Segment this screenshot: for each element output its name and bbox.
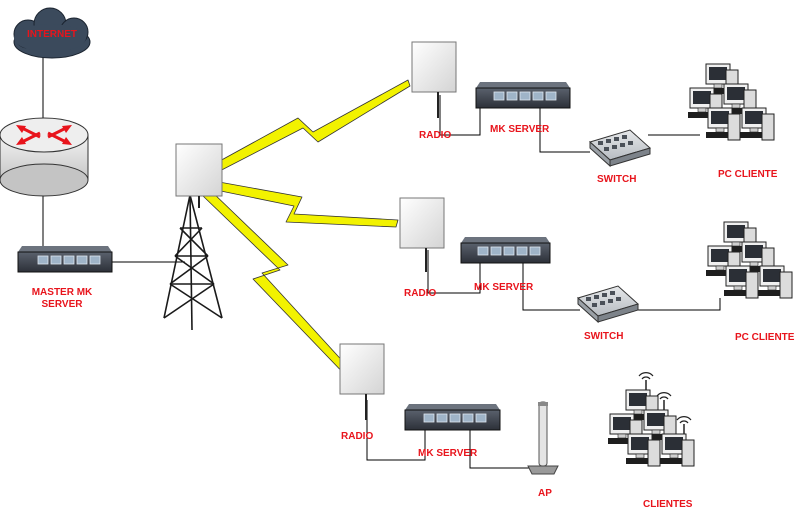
internet-cloud: INTERNET: [13, 7, 91, 59]
router-icon: [0, 117, 89, 197]
branch-3: RADIO MK SERVER: [339, 343, 695, 510]
switch-1-label: SWITCH: [597, 174, 636, 185]
wired-links: [42, 55, 721, 469]
link-radio1-mk1: [439, 95, 481, 136]
radio-1: RADIO: [411, 41, 457, 141]
clientes-label: CLIENTES: [643, 499, 693, 510]
panel-antenna-icon: [411, 41, 457, 118]
radio-3-label: RADIO: [341, 431, 373, 442]
cloud-icon: [13, 7, 91, 59]
radio-tower-icon: [163, 194, 223, 331]
switch-icon: [577, 285, 639, 324]
branch-2: RADIO MK SERVER: [399, 197, 795, 343]
ap-label: AP: [538, 488, 552, 499]
link-switch2-pc2: [632, 298, 721, 311]
panel-antenna-icon: [175, 143, 223, 208]
switch-icon: [589, 129, 651, 168]
radio-2-label: RADIO: [404, 288, 436, 299]
link-radio3-mk3: [366, 400, 426, 461]
radio-3: RADIO: [339, 343, 385, 442]
computer-cluster-icon: [687, 63, 775, 141]
computer-cluster-icon: [705, 221, 793, 299]
link-mk1-switch1: [539, 108, 590, 153]
access-point: AP: [527, 401, 559, 499]
omni-antenna-icon: [527, 401, 559, 475]
mk-server-1-label: MK SERVER: [490, 124, 550, 135]
wireless-link-radio2: [205, 179, 399, 228]
mk-server-2-label: MK SERVER: [474, 282, 534, 293]
switch-2-label: SWITCH: [584, 331, 623, 342]
mk-server-3: MK SERVER: [404, 404, 501, 459]
network-device-icon: [460, 237, 551, 264]
radio-1-label: RADIO: [419, 130, 451, 141]
master-mk-server: MASTER MK SERVER: [17, 246, 113, 310]
switch-1: SWITCH: [589, 129, 651, 185]
master-router: [0, 117, 89, 197]
network-device-icon: [17, 246, 113, 273]
mk-server-2: MK SERVER: [460, 237, 551, 293]
master-label-line1: MASTER MK: [32, 287, 93, 298]
wireless-link-radio1: [206, 79, 411, 177]
pc-cliente-2-label: PC CLIENTE: [735, 332, 795, 343]
pc-cliente-1-label: PC CLIENTE: [718, 169, 778, 180]
radio-tower: [163, 143, 223, 331]
link-radio2-mk2: [427, 250, 481, 294]
panel-antenna-icon: [339, 343, 385, 420]
branch-1: RADIO MK SERVER: [411, 41, 778, 185]
pc-cluster-1: PC CLIENTE: [687, 63, 778, 180]
link-mk2-switch2: [522, 263, 580, 311]
radio-2: RADIO: [399, 197, 445, 299]
master-label-line2: SERVER: [42, 299, 84, 310]
wireless-computer-cluster-icon: [607, 371, 695, 467]
switch-2: SWITCH: [577, 285, 639, 342]
pc-cluster-2: PC CLIENTE: [705, 221, 795, 343]
wireless-links: [202, 79, 411, 383]
internet-label: INTERNET: [27, 29, 77, 40]
panel-antenna-icon: [399, 197, 445, 272]
mk-server-3-label: MK SERVER: [418, 448, 478, 459]
network-device-icon: [475, 82, 571, 109]
network-device-icon: [404, 404, 501, 431]
link-mk3-ap: [469, 430, 530, 469]
mk-server-1: MK SERVER: [475, 82, 571, 135]
wireless-clients: CLIENTES: [607, 371, 695, 510]
